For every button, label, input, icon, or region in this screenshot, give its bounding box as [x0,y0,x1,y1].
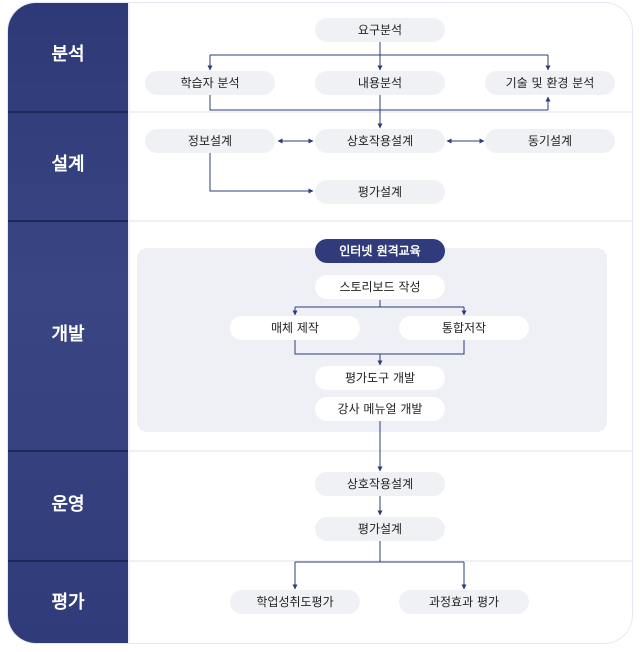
node-online-education-title: 인터넷 원격교육 [315,239,445,263]
node-process-eval: 과정효과 평가 [399,590,529,614]
evaluation-row [130,562,632,643]
phase-divider [8,560,128,562]
phase-divider [8,450,128,452]
phase-label-development: 개발 [51,324,85,345]
node-content-analysis: 내용분석 [315,71,445,95]
node-tech-env-analysis: 기술 및 환경 분석 [485,71,615,95]
node-achievement-eval: 학업성취도평가 [230,590,360,614]
node-media-production: 매체 제작 [230,316,360,340]
node-evaluation-design: 평가설계 [315,180,445,204]
node-integrated-authoring: 통합저작 [399,316,529,340]
phase-label-evaluation: 평가 [51,592,85,613]
phase-label-operation: 운영 [51,494,85,515]
node-op-interaction-design: 상호작용설계 [315,472,445,496]
node-learner-analysis: 학습자 분석 [145,71,275,95]
node-motivation-design: 동기설계 [485,129,615,153]
node-instructor-manual-dev: 강사 메뉴얼 개발 [315,397,445,421]
node-interaction-design: 상호작용설계 [315,129,445,153]
phase-divider [8,220,128,222]
phase-label-analysis: 분석 [51,44,85,65]
phase-divider [8,111,128,113]
node-info-design: 정보설계 [145,129,275,153]
node-op-evaluation-design: 평가설계 [315,517,445,541]
node-storyboard: 스토리보드 작성 [315,275,445,299]
node-eval-tool-dev: 평가도구 개발 [315,366,445,390]
phase-label-design: 설계 [51,154,85,175]
node-needs-analysis: 요구분석 [315,18,445,42]
phase-sidebar [8,3,128,643]
